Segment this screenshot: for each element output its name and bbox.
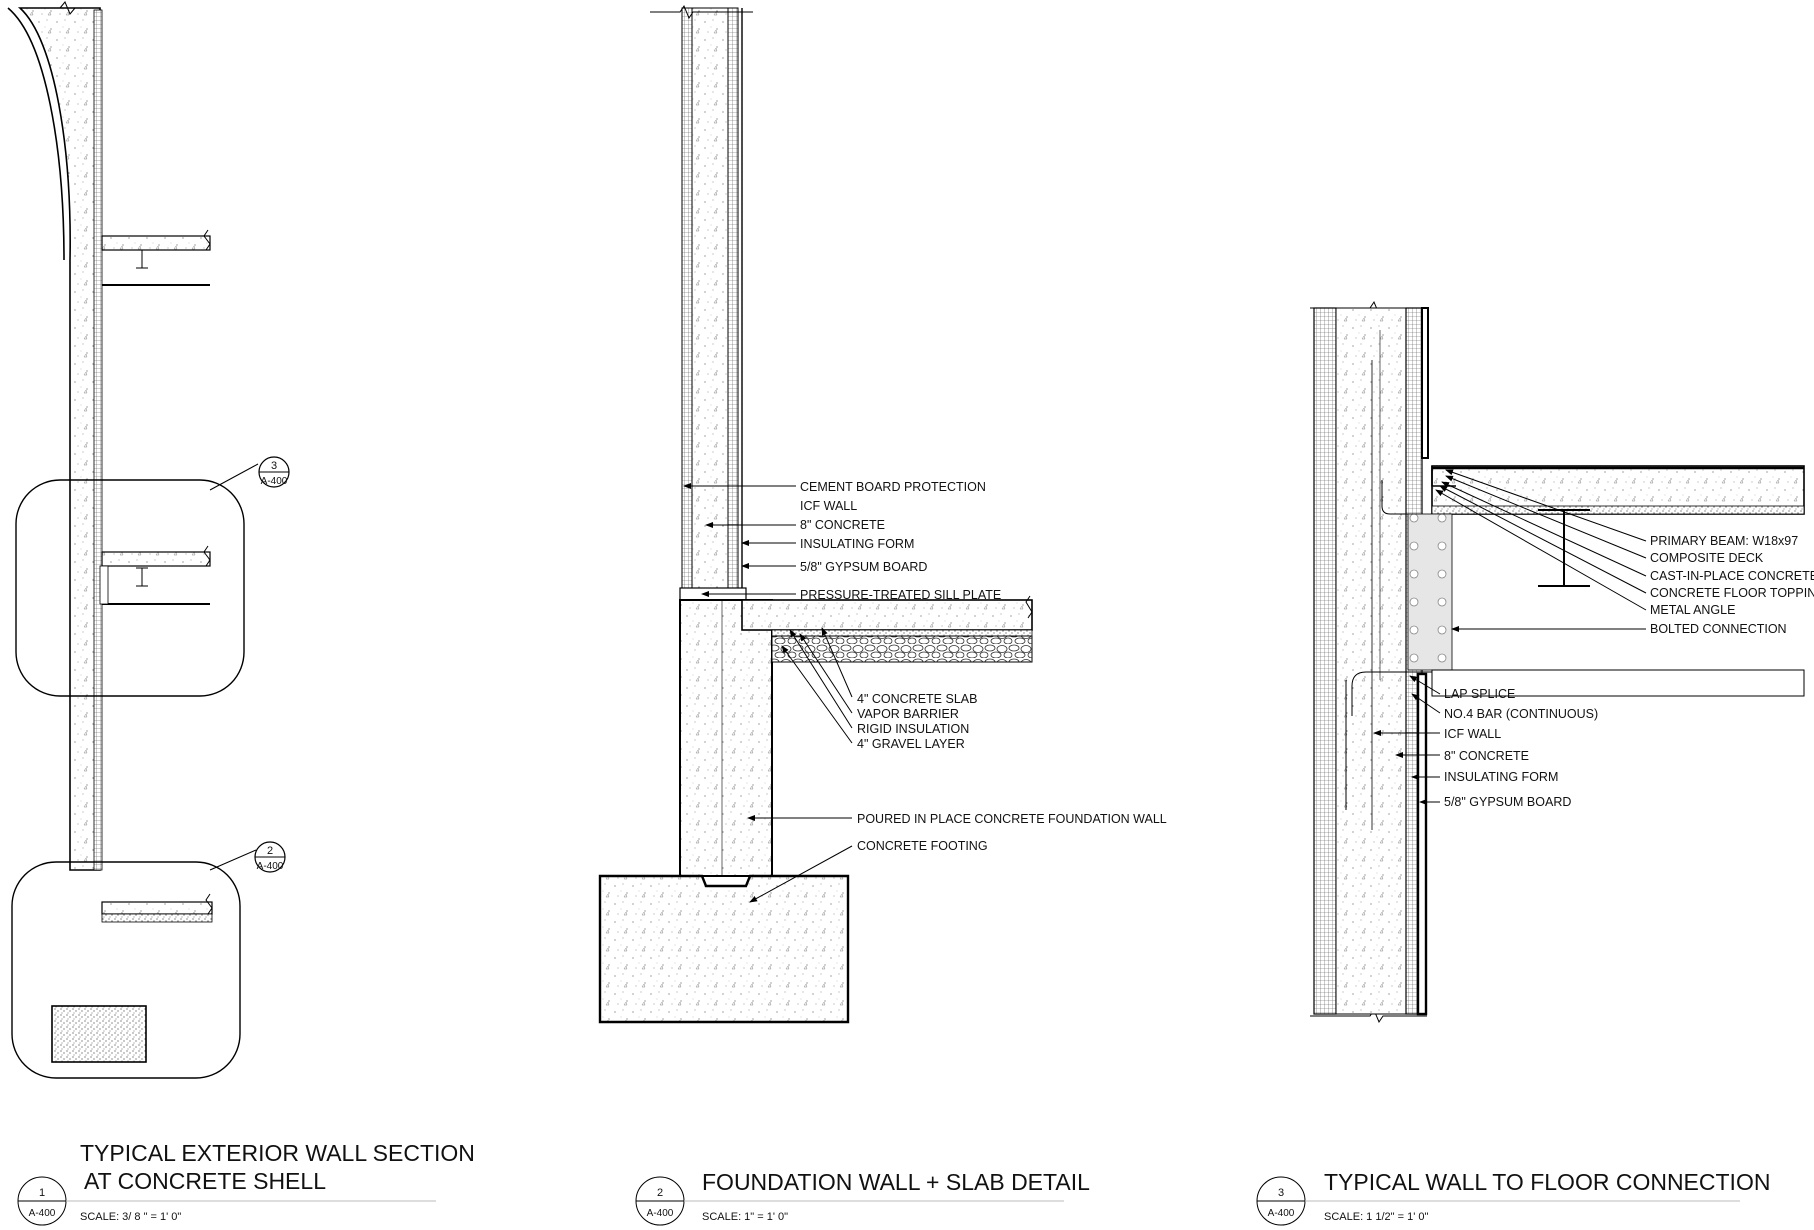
callout-bubble-2 bbox=[11, 861, 241, 1079]
middle-beam-icon bbox=[136, 567, 148, 587]
detail-2-scale: SCALE: 1" = 1' 0" bbox=[702, 1211, 788, 1223]
detail-3-sheet: A-400 bbox=[1268, 1208, 1295, 1219]
detail-3-number: 3 bbox=[1278, 1187, 1284, 1199]
detail-2-number: 2 bbox=[657, 1187, 663, 1199]
callout-2-number: 2 bbox=[267, 845, 273, 857]
detail-2-foundation: CEMENT BOARD PROTECTION ICF WALL 8" CONC… bbox=[598, 4, 1167, 1024]
wall-insulation-strip bbox=[93, 9, 103, 871]
note-bolted-connection: BOLTED CONNECTION bbox=[1650, 622, 1787, 636]
note-foundation-wall: POURED IN PLACE CONCRETE FOUNDATION WALL bbox=[857, 812, 1167, 826]
note-cement-board: CEMENT BOARD PROTECTION bbox=[800, 480, 986, 494]
note-gypsum-board-3: 5/8" GYPSUM BOARD bbox=[1444, 795, 1571, 809]
note-icf-wall: ICF WALL bbox=[800, 499, 857, 513]
note-floor-topping: CONCRETE FLOOR TOPPING bbox=[1650, 586, 1814, 600]
note-icf-wall-3: ICF WALL bbox=[1444, 727, 1501, 741]
curved-shell-wall bbox=[17, 7, 101, 871]
note-8-concrete-3: 8" CONCRETE bbox=[1444, 749, 1529, 763]
footing bbox=[51, 1005, 147, 1063]
callout-3-sheet: A-400 bbox=[261, 476, 288, 487]
detail-1-sheet: A-400 bbox=[29, 1208, 56, 1219]
detail-1-scale: SCALE: 3/ 8 " = 1' 0" bbox=[80, 1211, 181, 1223]
detail-1-number: 1 bbox=[39, 1187, 45, 1199]
title-block-3: 3 A-400 TYPICAL WALL TO FLOOR CONNECTION… bbox=[1256, 1169, 1770, 1226]
gravel-layer bbox=[771, 635, 1033, 663]
detail-1-title-line2: AT CONCRETE SHELL bbox=[84, 1168, 326, 1194]
note-8-concrete: 8" CONCRETE bbox=[800, 518, 885, 532]
foundation-wall bbox=[679, 599, 773, 877]
callout-3-number: 3 bbox=[271, 460, 277, 472]
note-concrete-slab: 4" CONCRETE SLAB bbox=[857, 692, 977, 706]
note-concrete-footing: CONCRETE FOOTING bbox=[857, 839, 988, 853]
note-gravel-layer: 4" GRAVEL LAYER bbox=[857, 737, 965, 751]
note-rigid-insulation: RIGID INSULATION bbox=[857, 722, 969, 736]
callout-tag-2[interactable]: 2 A-400 bbox=[254, 841, 286, 873]
title-block-1: 1 A-400 TYPICAL EXTERIOR WALL SECTION AT… bbox=[17, 1140, 475, 1226]
concrete-footing bbox=[598, 874, 850, 1024]
note-lap-splice: LAP SPLICE bbox=[1444, 687, 1515, 701]
note-primary-beam: PRIMARY BEAM: W18x97 bbox=[1650, 534, 1798, 548]
callout-2-sheet: A-400 bbox=[257, 861, 284, 872]
detail-1-title-line1: TYPICAL EXTERIOR WALL SECTION bbox=[80, 1140, 475, 1166]
detail-3-wall-floor: PRIMARY BEAM: W18x97 COMPOSITE DECK CAST… bbox=[1310, 300, 1814, 1024]
title-block-2: 2 A-400 FOUNDATION WALL + SLAB DETAIL SC… bbox=[635, 1169, 1090, 1226]
upper-beam-icon bbox=[136, 249, 148, 269]
note-metal-angle: METAL ANGLE bbox=[1650, 603, 1735, 617]
note-insulating-form-3: INSULATING FORM bbox=[1444, 770, 1558, 784]
detail-2-sheet: A-400 bbox=[647, 1208, 674, 1219]
foundation-upper-wall bbox=[691, 7, 729, 589]
detail-3-title: TYPICAL WALL TO FLOOR CONNECTION bbox=[1324, 1169, 1770, 1195]
note-vapor-barrier: VAPOR BARRIER bbox=[857, 707, 959, 721]
note-composite-deck: COMPOSITE DECK bbox=[1650, 551, 1764, 565]
note-insulating-form: INSULATING FORM bbox=[800, 537, 914, 551]
callout-bubble-3 bbox=[15, 479, 245, 697]
bolted-connection-plate bbox=[1407, 513, 1453, 671]
icf-concrete-core bbox=[1335, 307, 1407, 1015]
detail-3-scale: SCALE: 1 1/2" = 1' 0" bbox=[1324, 1211, 1428, 1223]
upper-floor-slab bbox=[101, 235, 211, 251]
note-no4-bar: NO.4 BAR (CONTINUOUS) bbox=[1444, 707, 1598, 721]
callout-tag-3[interactable]: 3 A-400 bbox=[258, 456, 290, 488]
detail-2-title: FOUNDATION WALL + SLAB DETAIL bbox=[702, 1169, 1090, 1195]
note-cast-in-place: CAST-IN-PLACE CONCRETE bbox=[1650, 569, 1814, 583]
detail-1-wall-section: 3 A-400 2 A-400 bbox=[7, 1, 290, 1079]
note-gypsum-board: 5/8" GYPSUM BOARD bbox=[800, 560, 927, 574]
primary-beam-icon bbox=[1538, 509, 1590, 587]
note-sill-plate: PRESSURE-TREATED SILL PLATE bbox=[800, 588, 1001, 602]
concrete-slab bbox=[741, 599, 1033, 631]
